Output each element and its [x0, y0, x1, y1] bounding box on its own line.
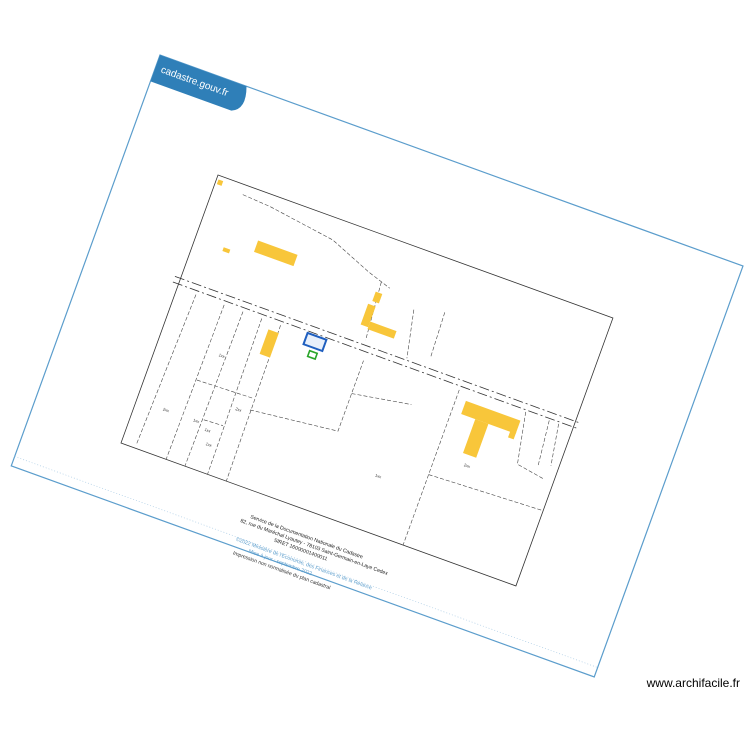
parcel-line	[402, 389, 460, 546]
parcel-line	[242, 194, 390, 289]
parcel-label: 1xx	[374, 473, 382, 480]
parcel-labels: 1xx 2xx 1xx 2xx 1xx 2xx 1xx 1xx	[162, 352, 471, 480]
parcel-line	[351, 393, 412, 405]
building	[461, 400, 521, 434]
building	[367, 321, 397, 339]
building	[259, 329, 279, 358]
parcel-line	[550, 423, 559, 466]
parcel-label: 1xx	[204, 427, 212, 434]
parcel-line	[406, 309, 415, 359]
parcel-label: 1xx	[205, 441, 213, 448]
building	[253, 240, 298, 267]
parcel-label: 2xx	[162, 406, 170, 413]
sheet-bottom-guide	[14, 456, 598, 668]
building	[372, 291, 383, 304]
secondary-parcel[interactable]	[306, 349, 319, 361]
parcel-label: 1xx	[192, 417, 200, 424]
map-frame	[120, 174, 614, 587]
parcel-line	[430, 312, 446, 359]
selected-parcel[interactable]	[302, 331, 328, 353]
parcel-line	[537, 420, 550, 467]
building	[508, 429, 517, 440]
parcel-line	[184, 311, 244, 467]
building	[360, 303, 376, 328]
parcel-line	[203, 419, 224, 426]
parcel-label: 1xx	[218, 352, 226, 359]
parcel-label: 2xx	[463, 462, 471, 469]
parcel-line	[207, 318, 263, 475]
parcel-line	[196, 379, 255, 399]
parcel-label: 2xx	[235, 406, 243, 413]
building	[222, 247, 231, 254]
parcel-line	[428, 474, 544, 512]
parcel-line	[249, 360, 364, 432]
brand-tab	[150, 55, 247, 111]
buildings	[216, 179, 521, 458]
parcel-line	[136, 294, 197, 444]
building	[463, 419, 489, 458]
building	[216, 179, 224, 186]
map-area: 1xx 2xx 1xx 2xx 1xx 2xx 1xx 1xx	[120, 174, 614, 587]
parcel-line	[517, 411, 545, 480]
watermark: www.archifacile.fr	[646, 676, 740, 690]
parcel-line	[165, 304, 225, 460]
